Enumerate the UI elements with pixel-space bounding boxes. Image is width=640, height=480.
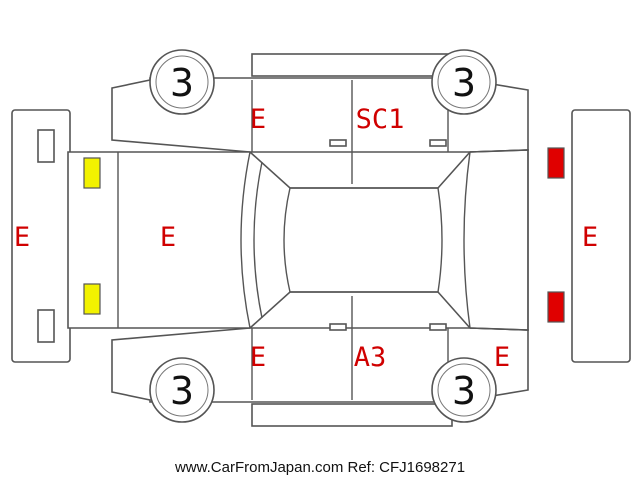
code-front-bumper: E (582, 222, 598, 253)
code-roof: E (160, 222, 176, 253)
footer-reference: www.CarFromJapan.com Ref: CFJ1698271 (174, 459, 465, 476)
front-bumper (571, 109, 631, 363)
code-rear-bumper: E (14, 222, 30, 253)
front-light-top (547, 147, 565, 179)
code-right-rear-door: E (250, 342, 266, 373)
tyre-rear-left: 3 (149, 49, 215, 115)
code-left-front-door: SC1 (356, 104, 405, 135)
tyre-front-left: 3 (431, 49, 497, 115)
tyre-rear-right: 3 (149, 357, 215, 423)
tyre-depth-front-right: 3 (452, 369, 476, 413)
car-top-view (67, 149, 529, 331)
rear-light-top (83, 157, 101, 189)
code-left-rear-door: E (250, 104, 266, 135)
tyre-depth-front-left: 3 (452, 61, 476, 105)
tyre-depth-rear-right: 3 (170, 369, 194, 413)
code-right-front-door: A3 (354, 342, 387, 373)
tyre-depth-rear-left: 3 (170, 61, 194, 105)
rear-light-bottom (83, 283, 101, 315)
tyre-front-right: 3 (431, 357, 497, 423)
front-light-bottom (547, 291, 565, 323)
code-right-front-fender: E (494, 342, 510, 373)
left-side-panels (111, 53, 529, 184)
